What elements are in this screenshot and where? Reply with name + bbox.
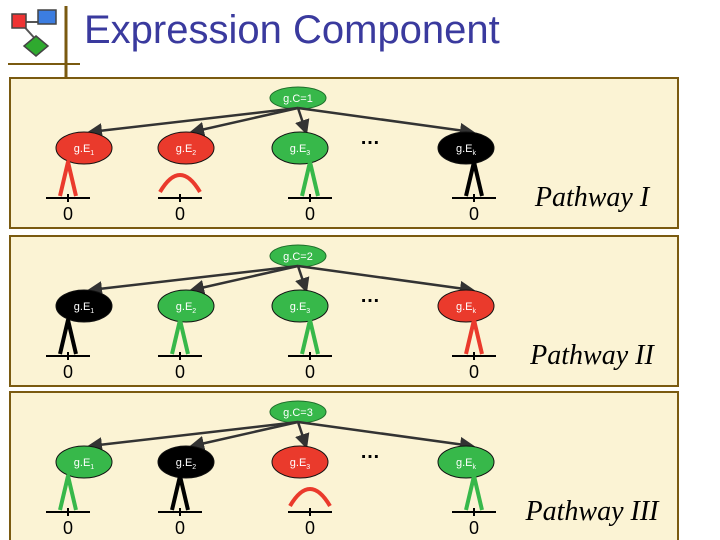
- root-node-label: g.C=1: [283, 93, 313, 105]
- expression-node-label: g.E2: [176, 301, 197, 315]
- expression-node: [55, 289, 113, 323]
- pathway-label: Pathway III: [525, 496, 661, 527]
- expression-node-label: g.E3: [290, 143, 311, 157]
- edge-arrow: [297, 264, 475, 296]
- pathway-panel: g.C=1 g.E1 0 g.E2 0 g.E3 0 g.Ek 0 … Pathway I: [9, 77, 679, 229]
- node-subscript: 3: [306, 150, 310, 157]
- expression-node: [437, 131, 495, 165]
- expression-node-label: g.E1: [74, 457, 95, 471]
- node-subscript: 2: [192, 308, 196, 315]
- node-subscript: 1: [90, 464, 94, 471]
- expression-node: [271, 131, 329, 165]
- axis-zero-label: 0: [63, 362, 73, 382]
- expression-node: [157, 445, 215, 479]
- ellipsis: …: [360, 127, 380, 149]
- edge-arrow: [87, 264, 299, 297]
- expression-node-label: g.Ek: [456, 301, 477, 315]
- expression-node-label: g.E3: [290, 301, 311, 315]
- axis-zero-label: 0: [175, 204, 185, 224]
- distribution-curve: [300, 160, 320, 197]
- expression-node-label: g.E1: [74, 301, 95, 315]
- page-title: Expression Component: [84, 8, 500, 52]
- expression-node-label: g.E2: [176, 457, 197, 471]
- axis-zero-label: 0: [175, 362, 185, 382]
- axis-zero-label: 0: [469, 518, 479, 538]
- expression-node: [271, 289, 329, 323]
- ellipsis: …: [360, 285, 380, 307]
- axis-zero-label: 0: [63, 518, 73, 538]
- edge-arrow: [189, 106, 299, 137]
- distribution-curve: [170, 474, 190, 511]
- edge-arrow: [297, 106, 475, 138]
- axis-zero-label: 0: [305, 518, 315, 538]
- distribution-curve: [58, 474, 78, 511]
- node-subscript: 2: [192, 150, 196, 157]
- edge-arrow: [189, 420, 299, 451]
- expression-node: [157, 131, 215, 165]
- pathway-panel: g.C=2 g.E1 0 g.E2 0 g.E3 0 g.Ek 0 … Pathway II: [9, 235, 679, 387]
- edge-arrow: [87, 420, 299, 453]
- node-subscript: 1: [90, 150, 94, 157]
- expression-node: [437, 289, 495, 323]
- distribution-curve: [464, 160, 484, 197]
- node-subscript: k: [473, 464, 477, 471]
- pathway-label: Pathway II: [529, 340, 655, 371]
- edge-arrow: [295, 421, 310, 449]
- axis-zero-label: 0: [469, 204, 479, 224]
- expression-node-label: g.Ek: [456, 143, 477, 157]
- expression-node-label: g.E2: [176, 143, 197, 157]
- axis-zero-label: 0: [469, 362, 479, 382]
- distribution-curve: [158, 173, 202, 194]
- axis-zero-label: 0: [175, 518, 185, 538]
- distribution-curve: [464, 474, 484, 511]
- node-subscript: 3: [306, 308, 310, 315]
- expression-node: [157, 289, 215, 323]
- distribution-curve: [170, 318, 190, 355]
- expression-node-label: g.E1: [74, 143, 95, 157]
- expression-node: [271, 445, 329, 479]
- expression-node: [437, 445, 495, 479]
- node-subscript: k: [473, 308, 477, 315]
- expression-node-label: g.Ek: [456, 457, 477, 471]
- node-subscript: 3: [306, 464, 310, 471]
- distribution-curve: [300, 318, 320, 355]
- edge-arrow: [295, 107, 310, 135]
- node-subscript: k: [473, 150, 477, 157]
- root-node-label: g.C=3: [283, 407, 313, 419]
- edge-arrow: [295, 265, 310, 293]
- distribution-curve: [58, 160, 78, 197]
- expression-node: [55, 445, 113, 479]
- flowchart-logo-icon: [8, 6, 80, 80]
- root-node-label: g.C=2: [283, 251, 313, 263]
- node-subscript: 2: [192, 464, 196, 471]
- edge-arrow: [189, 264, 299, 295]
- panel-background: [9, 235, 679, 387]
- axis-zero-label: 0: [305, 204, 315, 224]
- edge-arrow: [297, 420, 475, 452]
- expression-node-label: g.E3: [290, 457, 311, 471]
- distribution-curve: [58, 318, 78, 355]
- distribution-curve: [288, 487, 332, 508]
- ellipsis: …: [360, 441, 380, 463]
- pathway-panel: g.C=3 g.E1 0 g.E2 0 g.E3 0 g.Ek 0 … Pathway III: [9, 391, 679, 540]
- axis-zero-label: 0: [63, 204, 73, 224]
- pathway-label: Pathway I: [534, 182, 651, 213]
- panel-background: [9, 77, 679, 229]
- axis-zero-label: 0: [305, 362, 315, 382]
- edge-arrow: [87, 106, 299, 139]
- panel-background: [9, 391, 679, 540]
- expression-node: [55, 131, 113, 165]
- node-subscript: 1: [90, 308, 94, 315]
- distribution-curve: [464, 318, 484, 355]
